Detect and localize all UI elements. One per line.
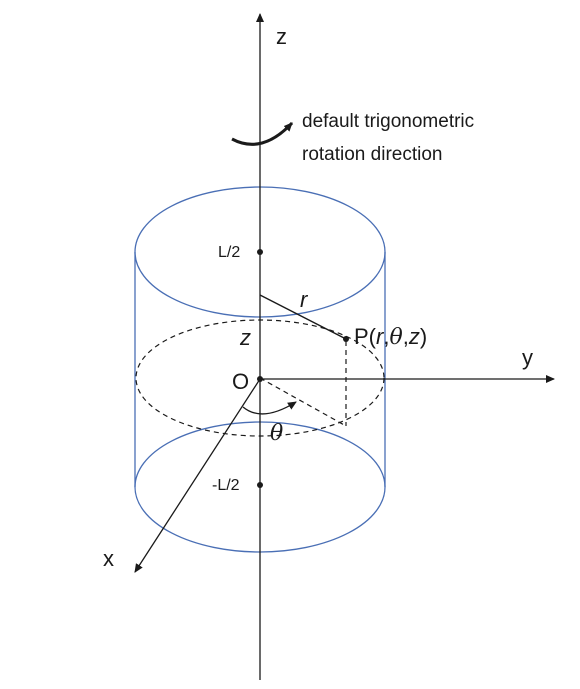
axes	[134, 13, 555, 680]
dashed-radial	[259, 377, 347, 427]
theta-label: θ	[270, 421, 283, 446]
points	[257, 249, 349, 488]
point-sep-2: ,	[403, 324, 409, 349]
dot-bottom	[257, 482, 263, 488]
origin-label: O	[232, 369, 249, 394]
height-var-label: z	[239, 325, 251, 350]
point-r: r	[376, 324, 385, 349]
radius-line	[259, 294, 347, 340]
dot-p	[343, 336, 349, 342]
rotation-arrow-icon	[231, 121, 294, 146]
point-theta: θ	[389, 325, 402, 350]
point-p-label: P(r,θ,z)	[354, 324, 427, 350]
point-prefix: P(	[354, 324, 377, 349]
radius-var-label: r	[300, 287, 309, 312]
x-axis	[134, 378, 261, 573]
top-mark-label: L/2	[218, 244, 240, 261]
point-sep-1: ,	[383, 324, 389, 349]
z-axis-label: z	[276, 24, 287, 49]
annotation-line-1: default trigonometric	[302, 111, 474, 132]
theta-arc	[242, 401, 297, 415]
y-axis-label: y	[522, 345, 533, 370]
point-z: z	[408, 324, 420, 349]
dot-top	[257, 249, 263, 255]
x-axis-label: x	[103, 546, 114, 571]
dot-origin	[257, 376, 263, 382]
annotation-line-2: rotation direction	[302, 144, 442, 165]
bottom-mark-label: -L/2	[212, 477, 240, 494]
point-suffix: )	[420, 324, 427, 349]
